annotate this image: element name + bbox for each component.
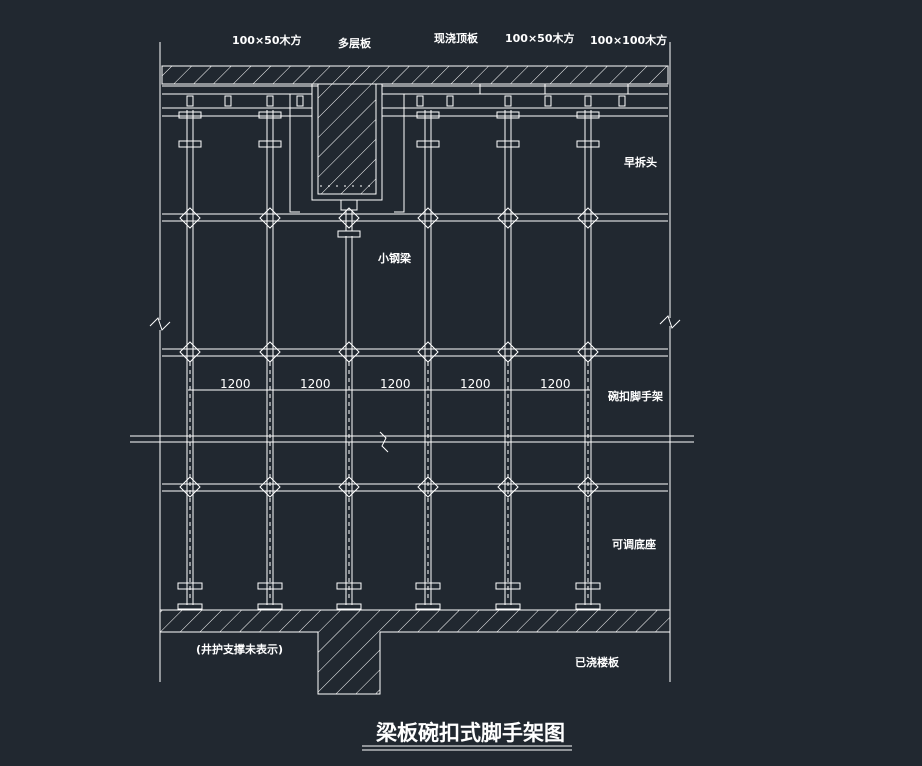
- base-plate: [415, 603, 441, 610]
- bowl-coupler: [338, 207, 360, 229]
- drawing-title: 梁板碗扣式脚手架图: [375, 721, 565, 745]
- label-cast-slab: 现浇顶板: [434, 31, 479, 45]
- label-top-timber-left: 100×50木方: [232, 33, 302, 47]
- bowl-coupler: [259, 207, 281, 229]
- bowl-coupler: [417, 207, 439, 229]
- joist-block: [186, 95, 194, 107]
- bottom-slab-hatch: [160, 610, 670, 632]
- dimension-label: 1200: [380, 377, 411, 391]
- bowl-coupler: [417, 341, 439, 363]
- break-symbol-right: [659, 315, 681, 329]
- early-release-plate: [496, 140, 520, 148]
- joist-block: [224, 95, 232, 107]
- beam-prop-head: [337, 230, 361, 238]
- top-slab: [161, 65, 669, 85]
- label-top-timber-mid: 100×50木方: [505, 31, 575, 45]
- bottom-beam-hatch: [318, 632, 380, 694]
- joist-block: [544, 95, 552, 107]
- bowl-coupler: [497, 476, 519, 498]
- early-release-head: [416, 111, 440, 119]
- joist-block: [504, 95, 512, 107]
- base-plate: [336, 603, 362, 610]
- base-plate: [257, 603, 283, 610]
- dimension-label: 1200: [540, 377, 571, 391]
- early-release-plate: [178, 140, 202, 148]
- beam-side-board-left: [289, 94, 300, 213]
- early-release-head: [496, 111, 520, 119]
- label-early-release-head: 早拆头: [624, 155, 657, 169]
- early-release-head: [576, 111, 600, 119]
- early-release-head: [178, 111, 202, 119]
- base-plate: [177, 603, 203, 610]
- joist-block: [446, 95, 454, 107]
- early-release-plate: [576, 140, 600, 148]
- beam-prop-cap: [340, 199, 358, 211]
- adjustable-base: [415, 582, 441, 590]
- dimension-label: 1200: [300, 377, 331, 391]
- adjustable-base: [495, 582, 521, 590]
- bowl-coupler: [577, 476, 599, 498]
- bowl-coupler: [338, 476, 360, 498]
- adjustable-base: [336, 582, 362, 590]
- bowl-coupler: [179, 207, 201, 229]
- early-release-plate: [416, 140, 440, 148]
- adjustable-base: [177, 582, 203, 590]
- bowl-coupler: [179, 476, 201, 498]
- beam-side-board-right: [394, 94, 405, 213]
- bowl-coupler: [179, 341, 201, 363]
- joist-block: [584, 95, 592, 107]
- base-plate: [495, 603, 521, 610]
- label-adjustable-base: 可调底座: [612, 537, 656, 551]
- label-cast-floor: 已浇楼板: [575, 655, 620, 669]
- early-release-plate: [258, 140, 282, 148]
- dimension-label: 1200: [460, 377, 491, 391]
- joist-block: [266, 95, 274, 107]
- bowl-coupler: [417, 476, 439, 498]
- break-symbol-center: [379, 431, 389, 453]
- bowl-coupler: [577, 207, 599, 229]
- label-top-timber-right: 100×100木方: [590, 33, 667, 47]
- bowl-coupler: [259, 341, 281, 363]
- base-plate: [575, 603, 601, 610]
- break-symbol-left: [149, 317, 171, 331]
- bowl-coupler: [497, 207, 519, 229]
- label-multilayer-board: 多层板: [338, 36, 372, 50]
- adjustable-base: [257, 582, 283, 590]
- bowl-coupler: [497, 341, 519, 363]
- label-small-steel-beam: 小钢梁: [377, 251, 412, 265]
- bowl-coupler: [577, 341, 599, 363]
- label-guard-note: (井护支撑未表示): [196, 642, 283, 656]
- joist-block: [416, 95, 424, 107]
- joist-block: [618, 95, 626, 107]
- bowl-coupler: [338, 341, 360, 363]
- joist-block: [296, 95, 304, 107]
- dimension-label: 1200: [220, 377, 251, 391]
- beam-section: [317, 83, 377, 195]
- adjustable-base: [575, 582, 601, 590]
- label-bowl-scaffold: 碗扣脚手架: [608, 389, 663, 403]
- bowl-coupler: [259, 476, 281, 498]
- early-release-head: [258, 111, 282, 119]
